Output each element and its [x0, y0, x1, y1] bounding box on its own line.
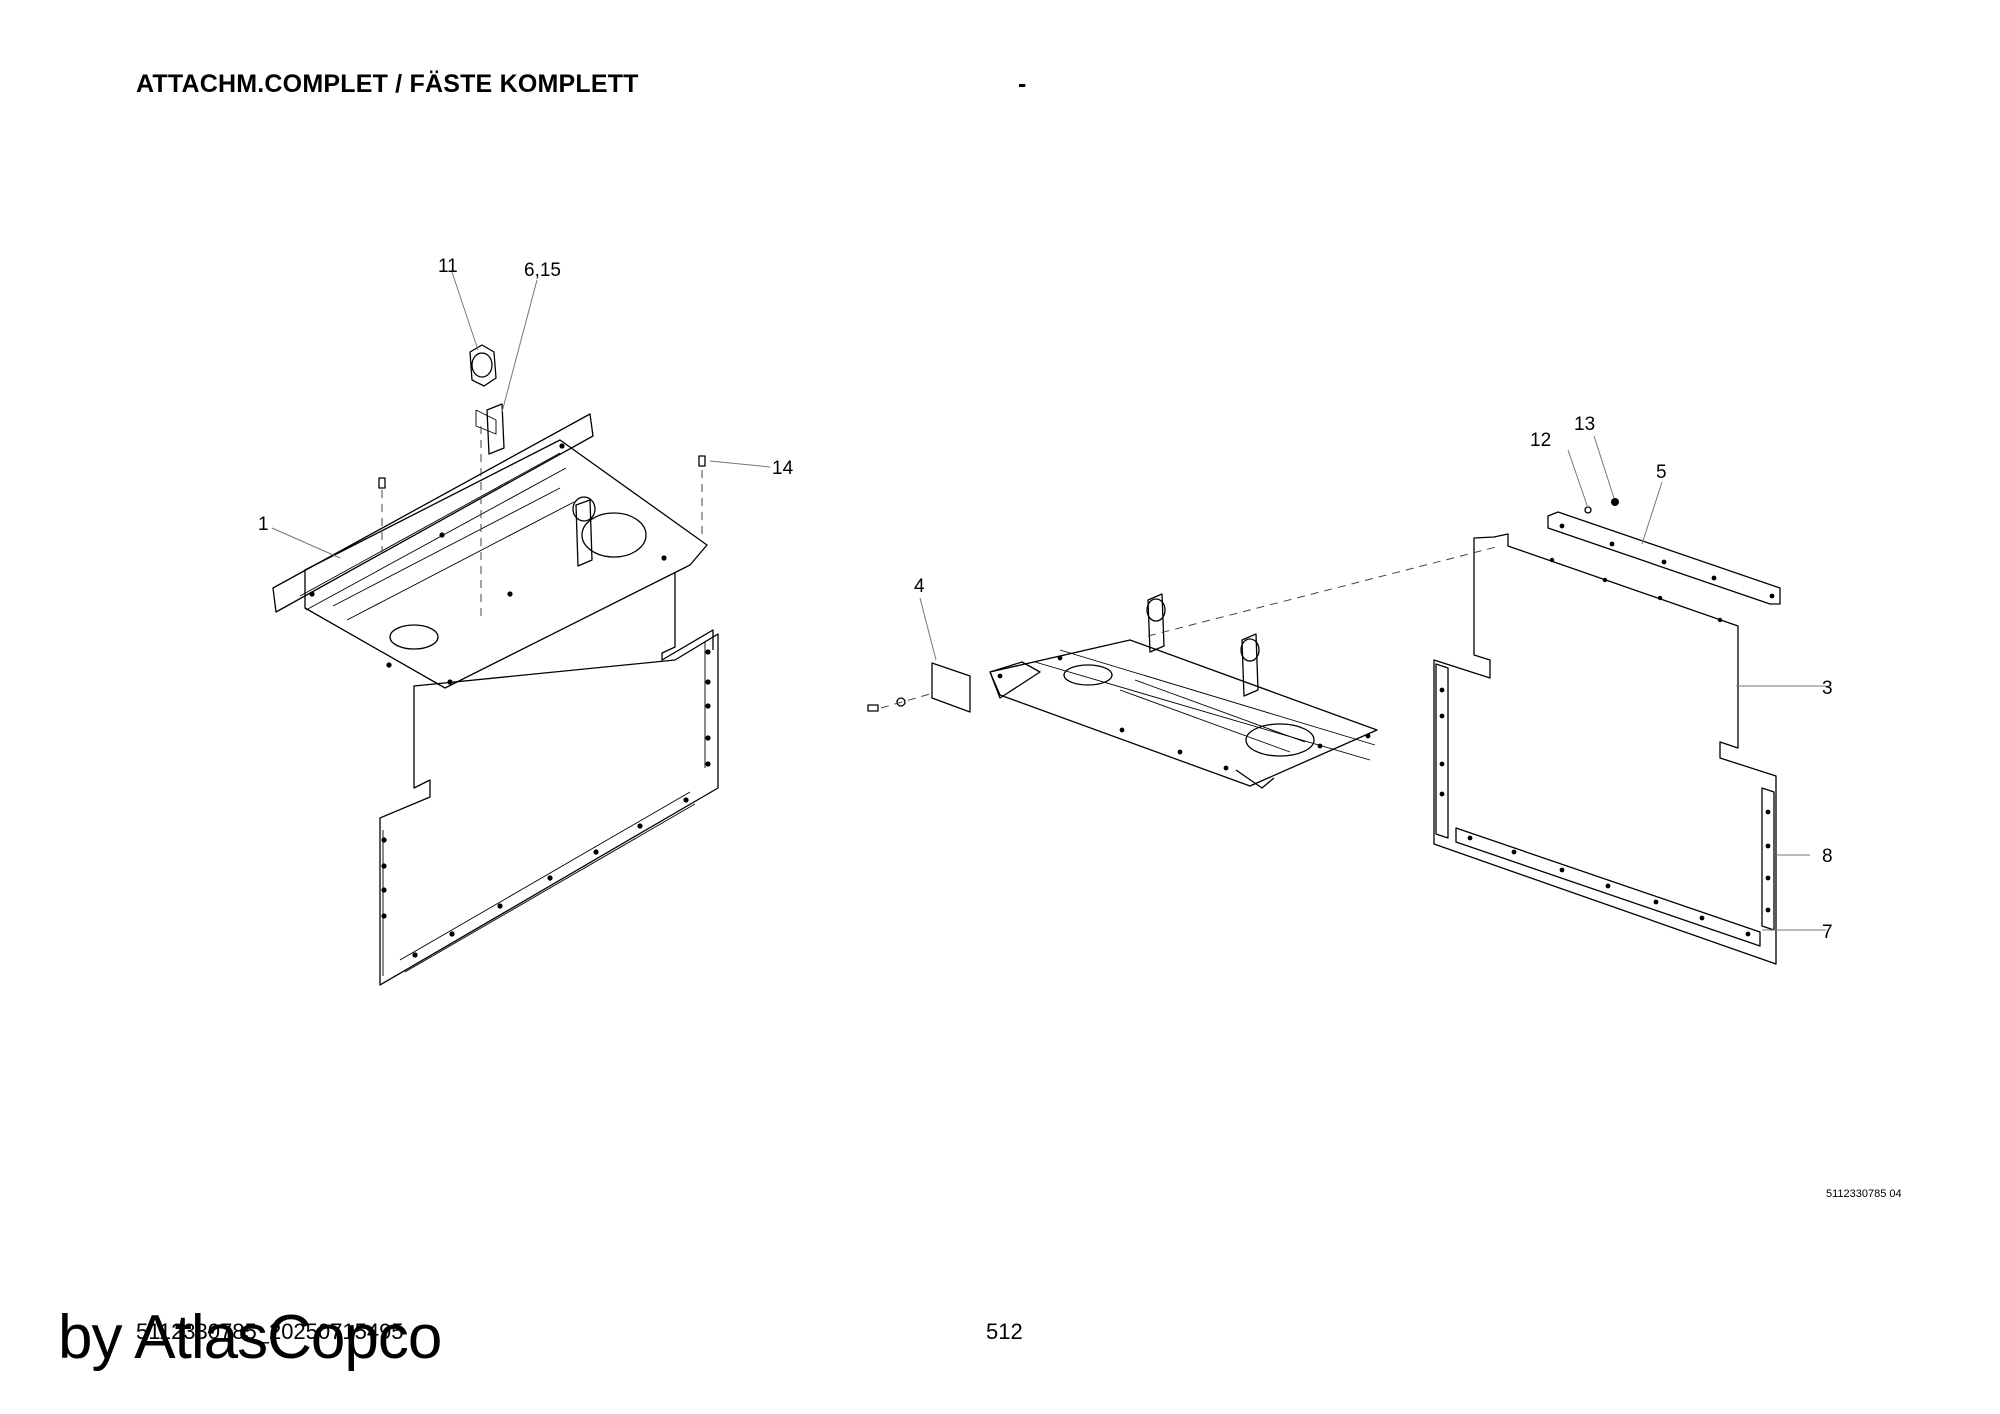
left-back-panel	[379, 633, 719, 986]
middle-rail	[989, 661, 1041, 699]
callout-12: 12	[1530, 430, 1551, 451]
cover-plate-part-4	[931, 662, 971, 713]
callout-13: 13	[1574, 414, 1595, 435]
callout-7: 7	[1822, 922, 1833, 943]
page-title: ATTACHM.COMPLET / FÄSTE KOMPLETT	[136, 70, 639, 98]
right-assembly	[1433, 435, 1826, 965]
callout-4: 4	[914, 576, 925, 597]
middle-base-plate	[989, 639, 1378, 787]
callout-8: 8	[1822, 846, 1833, 867]
clip-part-11	[469, 344, 497, 387]
page-number: 512	[986, 1319, 1023, 1344]
middle-assembly	[867, 545, 1501, 789]
drawing-reference: 5112330785 04	[1826, 1188, 1902, 1200]
callout-3: 3	[1822, 678, 1833, 699]
left-rail	[272, 413, 594, 613]
callout-5: 5	[1656, 462, 1667, 483]
callout-14: 14	[772, 458, 794, 479]
profile-part-8	[1435, 663, 1449, 839]
bracket-part-6-15	[486, 403, 505, 455]
profile-part-7	[1455, 827, 1761, 947]
callout-11: 11	[438, 256, 458, 277]
header-dash: -	[1018, 70, 1027, 98]
callout-6-15: 6,15	[524, 260, 561, 281]
callout-1: 1	[258, 514, 269, 535]
watermark-logo-text: by AtlasCopco	[58, 1303, 442, 1372]
document-number: 5112330785_20250715495	[136, 1319, 404, 1344]
strip-part-5	[1547, 511, 1781, 605]
side-panel-part-3	[1433, 533, 1777, 965]
screw-left	[378, 455, 706, 560]
left-base-plate	[304, 439, 708, 689]
left-assembly	[271, 271, 771, 986]
